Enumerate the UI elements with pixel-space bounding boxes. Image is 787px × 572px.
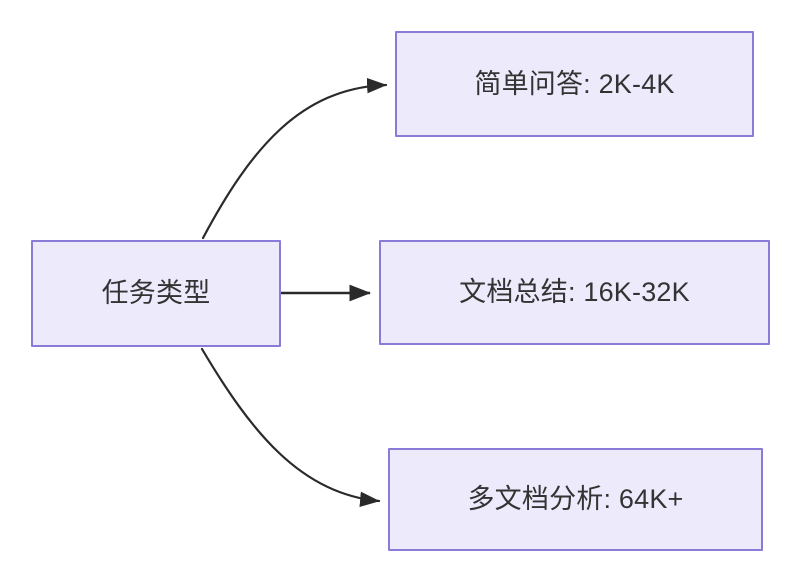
node-simple-qa-label: 简单问答: 2K-4K [474, 68, 675, 99]
node-doc-summary[interactable]: 文档总结: 16K-32K [379, 240, 770, 345]
node-multi-doc-analysis-label: 多文档分析: 64K+ [467, 484, 684, 515]
edge-to-simple-qa [201, 77, 388, 240]
node-multi-doc-analysis[interactable]: 多文档分析: 64K+ [388, 448, 763, 551]
node-doc-summary-label: 文档总结: 16K-32K [459, 277, 690, 308]
edge-to-multi-doc [200, 347, 381, 507]
node-task-type[interactable]: 任务类型 [31, 240, 281, 347]
node-simple-qa[interactable]: 简单问答: 2K-4K [395, 31, 754, 137]
node-task-type-label: 任务类型 [101, 278, 211, 309]
